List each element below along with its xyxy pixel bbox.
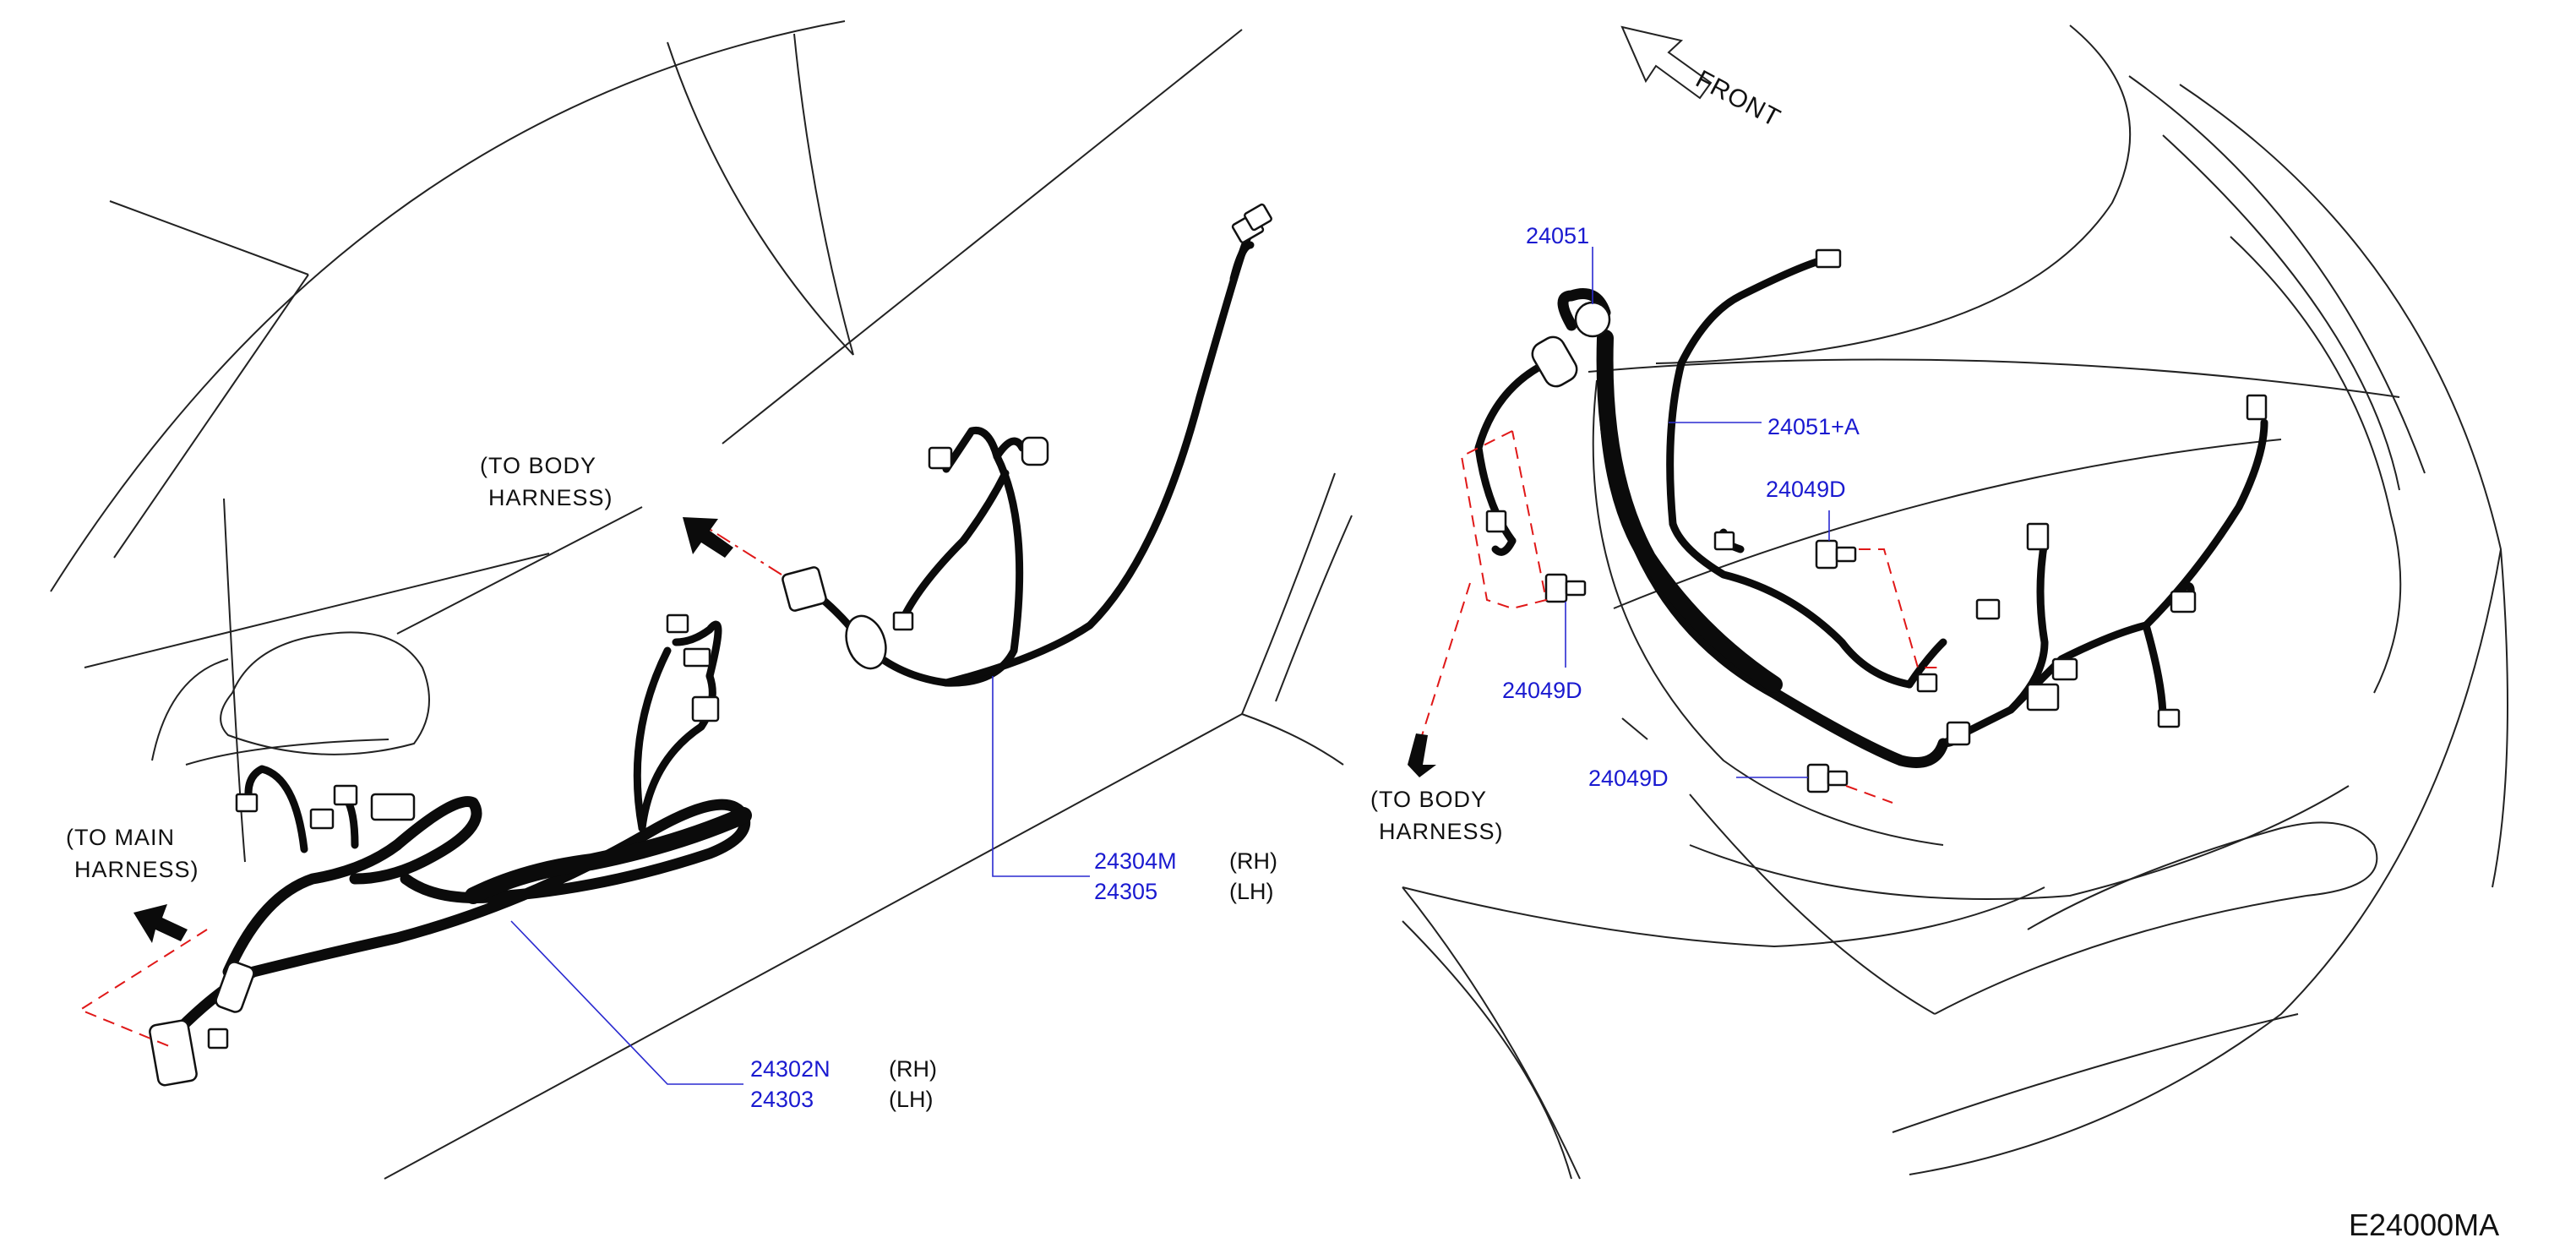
part-side-24303: (LH) [889, 1087, 934, 1112]
arrow-to-main-harness [133, 904, 188, 943]
leader-lines [510, 247, 1830, 1085]
phantom-lines [78, 430, 1943, 1049]
to-body-harness-label-left-line2: HARNESS) [488, 485, 613, 510]
front-direction-label: FRONT [1691, 65, 1785, 133]
to-body-harness-label-right-line1: (TO BODY [1370, 787, 1487, 812]
left-body-outline [50, 20, 1353, 1180]
to-body-harness-label-right-line2: HARNESS) [1379, 819, 1504, 844]
part-number-24049d-mid: 24049D [1502, 678, 1582, 703]
to-body-harness-label-left-line1: (TO BODY [480, 453, 596, 478]
part-number-24051-a: 24051+A [1767, 414, 1860, 439]
part-side-24305: (LH) [1229, 879, 1274, 904]
bolt-24049d-mid [1544, 573, 1587, 603]
harness-24302n [149, 613, 752, 1087]
part-side-24304m: (RH) [1229, 848, 1277, 874]
part-number-24049d-low: 24049D [1588, 766, 1669, 791]
bolt-24049d-top [1815, 539, 1857, 570]
part-number-24049d-top: 24049D [1766, 477, 1846, 502]
to-main-harness-label-line2: HARNESS) [74, 857, 199, 882]
arrow-to-body-harness-right [1408, 733, 1436, 777]
arrow-to-body-harness-left [683, 517, 733, 558]
right-body-outline [1402, 25, 2508, 1180]
harness-24304m [782, 203, 1272, 687]
harness-24051 [1474, 248, 2268, 768]
part-side-24302n: (RH) [889, 1056, 937, 1082]
bolt-24049d-low [1806, 763, 1849, 793]
part-number-24051: 24051 [1526, 223, 1589, 248]
part-number-24302n: 24302N [750, 1056, 831, 1082]
front-arrow-icon [1620, 25, 1713, 100]
part-number-24305: 24305 [1094, 879, 1157, 904]
to-main-harness-label-line1: (TO MAIN [66, 825, 175, 850]
diagram-code: E24000MA [2349, 1208, 2499, 1242]
part-number-24304m: 24304M [1094, 848, 1177, 874]
part-number-24303: 24303 [750, 1087, 814, 1112]
